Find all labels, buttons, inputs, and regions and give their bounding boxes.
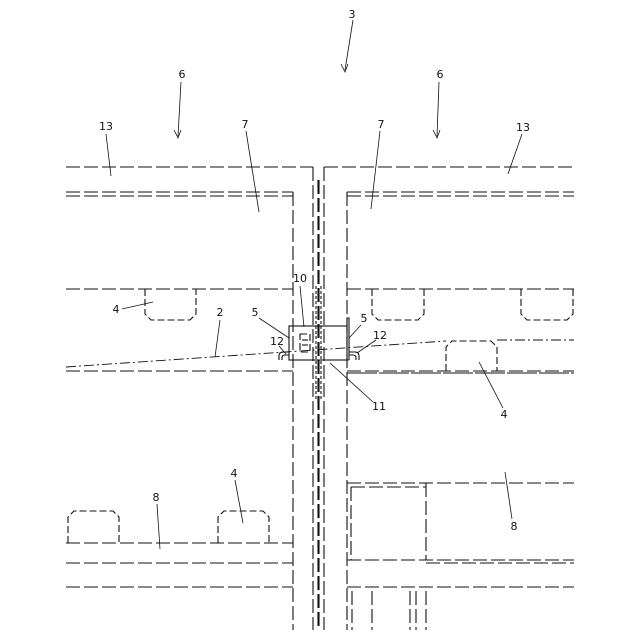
reference-numerals: 3 6 6 13 13 7 7 10 5 5 2 4 12 12 11 4 4 …: [99, 8, 530, 533]
label-5-right: 5: [361, 312, 368, 325]
left-upper-room: [66, 192, 293, 630]
label-2: 2: [217, 306, 224, 319]
label-8-left: 8: [153, 491, 160, 504]
label-4-right: 4: [501, 408, 508, 421]
label-13-right: 13: [516, 121, 530, 134]
label-4-lower-left: 4: [231, 467, 238, 480]
middle-right-box: [446, 341, 497, 371]
label-13-left: 13: [99, 120, 113, 133]
label-12-left: 12: [270, 335, 284, 348]
label-11: 11: [372, 400, 386, 413]
sloped-reference-line: [66, 340, 574, 367]
label-5-left: 5: [252, 306, 259, 319]
label-6-right: 6: [437, 68, 444, 81]
label-8-right: 8: [511, 520, 518, 533]
lower-right-area: [347, 483, 574, 563]
label-4-upper-left: 4: [113, 303, 120, 316]
upper-boxes: [145, 289, 573, 320]
label-7-left: 7: [242, 118, 249, 131]
middle-floor-lines: [66, 371, 574, 373]
central-channel: [313, 167, 324, 630]
label-7-right: 7: [378, 118, 385, 131]
label-6-left: 6: [179, 68, 186, 81]
label-3: 3: [349, 8, 356, 21]
lower-left-area: [66, 511, 293, 563]
label-10: 10: [293, 272, 307, 285]
bottom-lines: [66, 587, 574, 630]
leader-lines: [106, 20, 522, 549]
label-12-right: 12: [373, 329, 387, 342]
